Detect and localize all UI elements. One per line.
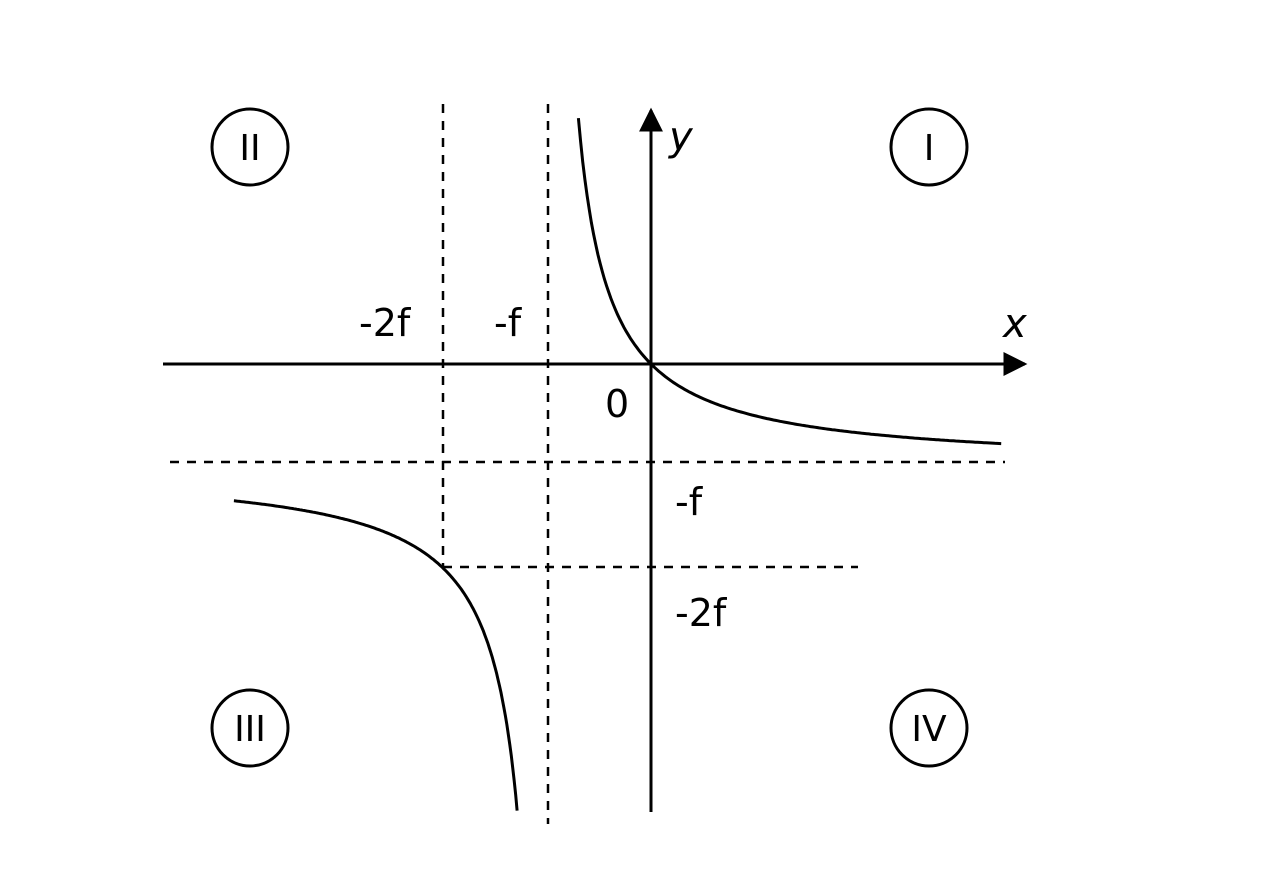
origin-label: 0 — [605, 382, 629, 426]
svg-text:III: III — [234, 709, 266, 750]
hyperbola-branch-lower-left — [233, 499, 519, 811]
x-axis-label: x — [1001, 301, 1027, 347]
x-tick-minus-2f: -2f — [359, 301, 412, 345]
svg-text:IV: IV — [911, 709, 947, 750]
y-tick-minus-2f: -2f — [675, 591, 728, 635]
y-axis-label: y — [668, 114, 694, 160]
quadrant-marker-IV: IV — [889, 688, 969, 768]
x-tick-minus-f: -f — [494, 301, 523, 345]
quadrant-marker-I: I — [889, 107, 969, 187]
y-tick-minus-f: -f — [675, 480, 704, 524]
hyperbola-branch-upper-right — [576, 117, 1002, 446]
svg-text:II: II — [239, 128, 260, 169]
quadrant-marker-III: III — [210, 688, 290, 768]
quadrant-marker-II: II — [210, 107, 290, 187]
svg-text:I: I — [924, 128, 935, 169]
